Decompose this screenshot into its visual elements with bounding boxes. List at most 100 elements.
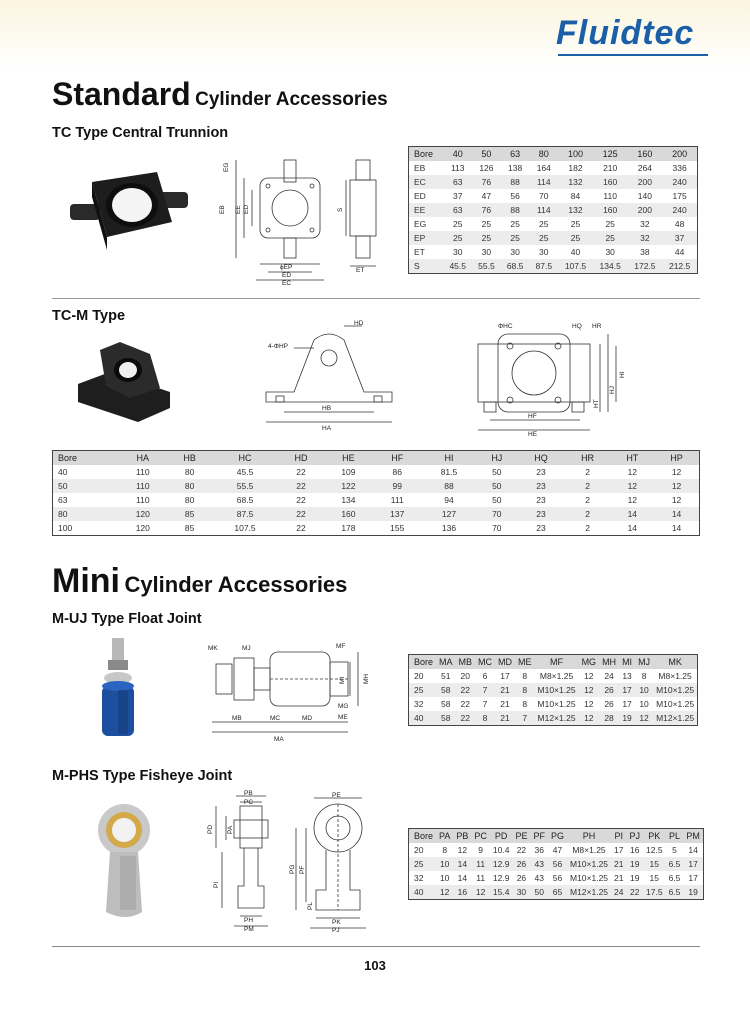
table-cell: 85 (167, 507, 213, 521)
table-cell: 70 (492, 523, 502, 533)
tcm-label-hq: HQ (572, 323, 582, 330)
table-cell: 68.5 (236, 495, 254, 505)
mphs-label-pa: PA (227, 825, 234, 834)
table-cell: M12×1.25 (534, 711, 579, 725)
table-cell: 14 (688, 845, 698, 855)
table-cell: 55.5 (212, 479, 279, 493)
table-cell: 43 (534, 873, 544, 883)
table-cell: 94 (444, 495, 454, 505)
table-cell: MI (619, 655, 636, 669)
table-cell: 36 (534, 845, 544, 855)
table-cell: 25 (472, 231, 501, 245)
table-cell: 14 (453, 857, 472, 871)
table-cell: 15 (649, 873, 660, 883)
table-cell: HE (324, 451, 373, 465)
table-cell: 155 (390, 523, 405, 533)
table-cell: 12 (584, 671, 594, 681)
table-cell: 25 (452, 219, 463, 229)
table-cell: 120 (135, 523, 150, 533)
tc-header-cell: 100 (558, 147, 593, 161)
table-cell: 20 (414, 845, 424, 855)
tcm-label-ht: HT (593, 399, 600, 408)
table-cell: HF (372, 451, 422, 465)
table-cell: 25 (409, 857, 437, 871)
section-divider (52, 298, 700, 299)
tcm-label-hj: HJ (609, 386, 616, 394)
table-cell: M10×1.25 (569, 873, 609, 883)
table-cell: MF (534, 655, 579, 669)
mini-title-big: Mini (52, 562, 120, 600)
table-cell: 8 (522, 671, 528, 681)
table-cell: 22 (626, 885, 644, 899)
tc-label-ee: EE (235, 205, 242, 214)
table-cell: 10 (639, 699, 649, 709)
table-cell: 50 (492, 467, 502, 477)
table-cell: 86 (392, 467, 402, 477)
table-cell: 160 (592, 175, 628, 189)
table-cell: 107.5 (234, 523, 256, 533)
table-cell: EG (414, 219, 427, 229)
table-cell: 40 (58, 467, 68, 477)
table-cell: 80 (167, 479, 213, 493)
table-cell: 164 (536, 163, 551, 173)
mphs-fisheye-joint-photo (98, 804, 150, 917)
table-cell: 48 (674, 219, 685, 229)
table-cell: 8 (475, 711, 496, 725)
table-cell: 22 (455, 683, 476, 697)
tc-table-header: Bore 40 50 63 80 100 125 160 200 (409, 147, 697, 161)
table-cell: 21 (611, 857, 627, 871)
table-cell: 240 (662, 203, 697, 217)
table-cell: MG (578, 655, 600, 669)
standard-title-rest: Cylinder Accessories (195, 89, 388, 110)
table-cell: 172.5 (627, 259, 663, 273)
table-cell: 16 (453, 885, 472, 899)
table-cell: 84 (570, 191, 581, 201)
table-cell: PG (547, 829, 567, 843)
table-cell: 132 (558, 203, 593, 217)
table-cell: 17 (688, 873, 698, 883)
table-cell: 37 (662, 231, 697, 245)
table-cell: 45.5 (443, 259, 473, 273)
tcm-label-hb: HB (322, 405, 331, 412)
table-cell: PE (512, 829, 531, 843)
page-number: 103 (364, 958, 386, 973)
table-cell: 22 (296, 467, 306, 477)
table-cell: 32 (414, 873, 424, 883)
tcm-type-title: TC-M Type (52, 308, 126, 324)
table-cell: HC (212, 451, 279, 465)
table-cell: 25 (443, 231, 473, 245)
tc-label-ep: ϕEP (280, 264, 292, 271)
table-cell: 25 (510, 219, 520, 229)
table-cell: 88 (500, 203, 530, 217)
table-cell: 22 (296, 523, 306, 533)
table-cell: 43 (530, 857, 548, 871)
table-cell: 140 (637, 191, 652, 201)
table-cell: 50 (476, 479, 518, 493)
table-cell: PD (489, 829, 513, 843)
muj-label-md: MD (302, 715, 312, 722)
table-cell: MK (653, 655, 698, 669)
table-cell: HR (564, 451, 611, 465)
logo-underline (558, 54, 708, 56)
table-cell: 21 (614, 873, 624, 883)
table-cell: 44 (674, 247, 685, 257)
table-cell: HA (118, 451, 168, 465)
table-cell: 45.5 (236, 467, 254, 477)
table-cell: PC (471, 829, 490, 843)
table-cell: 10 (635, 683, 654, 697)
tc-label-eg: EG (223, 163, 230, 172)
tc-header-cell: 63 (500, 147, 530, 161)
table-cell: 100 (58, 523, 73, 533)
